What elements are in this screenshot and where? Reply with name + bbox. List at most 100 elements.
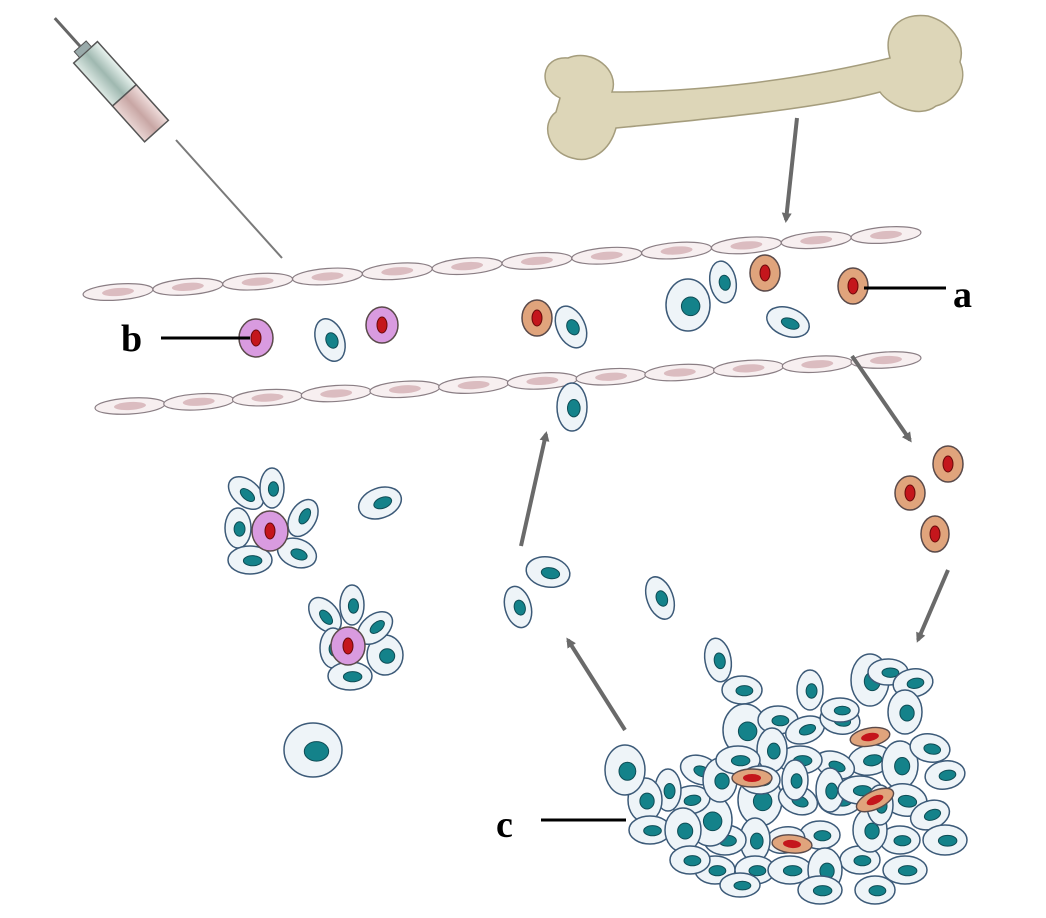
orange-cell-a [837, 267, 869, 305]
tumor-mass-cell [715, 745, 761, 775]
endothelial-cell [82, 283, 154, 301]
orange-cell [920, 515, 950, 553]
endothelial-cell [431, 257, 503, 276]
circulating-tumor-cell [766, 306, 810, 338]
endothelial-cell [575, 367, 647, 386]
tumor-mass-cell [739, 817, 771, 863]
label-a: a [953, 274, 972, 316]
migration-arrows [519, 117, 950, 732]
orange-cell [932, 445, 964, 483]
orange-cell [894, 475, 926, 511]
arrow-to-tumor [916, 569, 950, 643]
tumor-mass-cell [881, 740, 919, 790]
endothelial-cell [152, 277, 224, 296]
circulating-tumor-cell [665, 278, 711, 332]
orange-stromal-cell [771, 834, 813, 854]
orange-cell [521, 299, 553, 337]
migrating-tumor-cell [644, 576, 676, 620]
tumor-mass-cell [839, 845, 881, 875]
tumor-mass-cell [796, 669, 824, 711]
cluster-tumor-cell [356, 610, 394, 646]
vessel-wall-bottom [94, 351, 922, 415]
tumor-mass-cell [909, 733, 951, 763]
endothelial-cell [94, 397, 166, 415]
label-leader-lines [161, 286, 946, 822]
cluster-tumor-cell [224, 507, 252, 549]
syringe [53, 17, 283, 259]
tumor-mass-cell [664, 807, 702, 853]
tumor-mass-cell [879, 825, 921, 855]
endothelial-cell [300, 384, 372, 403]
tumor-mass-cell [924, 760, 966, 790]
migrating-tumor-cell [283, 722, 343, 778]
cluster-tumor-cell [339, 584, 365, 626]
cluster-tumor-cell [259, 467, 285, 509]
syringe-needle [175, 139, 283, 259]
cluster-tumor-cell [227, 545, 273, 575]
arrow-tumor-out [566, 637, 627, 732]
pink-cell-b [238, 318, 274, 358]
tumor-mass-cell [721, 675, 763, 705]
pink-cell-cluster [330, 626, 366, 666]
label-c: c [496, 804, 513, 846]
endothelial-cell [222, 272, 294, 291]
endothelial-cell [641, 241, 713, 260]
orange-cell-extravasating [749, 254, 781, 292]
tumor-mass-cell [604, 744, 646, 796]
endothelial-cell [780, 231, 852, 250]
migrating-tumor-cell [503, 585, 533, 629]
label-b: b [121, 318, 143, 360]
endothelial-cell [506, 372, 578, 390]
cluster-tumor-cell [287, 498, 319, 538]
endothelial-cell [571, 246, 643, 265]
vessel-wall-top [82, 226, 922, 301]
tumor-mass-cell [756, 727, 788, 773]
arrow-bone-to-vessel [781, 117, 799, 223]
orange-stromal-cell [855, 787, 895, 813]
intravasating-tumor-cell [556, 382, 588, 432]
bone-shape [544, 14, 964, 161]
cell-population [224, 254, 968, 905]
endothelial-cell [361, 262, 433, 281]
arrow-vessel-to-graft [850, 354, 912, 443]
arrow-into-vessel [519, 431, 550, 547]
endothelial-cell [438, 376, 510, 394]
endothelial-cell [231, 388, 303, 407]
tumor-mass-cell [767, 855, 813, 885]
migrating-tumor-cell [525, 555, 571, 589]
tumor-mass-cell [719, 872, 761, 898]
tumor-mass-cell [628, 815, 672, 845]
endothelial-cell [713, 359, 785, 378]
endothelial-cell [644, 363, 716, 382]
tumor-mass-cell [797, 875, 843, 905]
tumor-mass-cell [781, 759, 809, 801]
pink-cell-cluster [251, 510, 289, 552]
tumor-mass-cell [820, 697, 860, 723]
endothelial-cell [781, 355, 853, 374]
endothelial-cell [710, 236, 782, 255]
circulating-tumor-cell [708, 260, 738, 304]
endothelial-cell [501, 251, 573, 270]
circulating-tumor-cell [314, 318, 346, 362]
pink-cell [365, 306, 399, 344]
tumor-mass-cell [882, 855, 928, 885]
endothelial-cell [369, 380, 441, 399]
tumor-mass-cell [854, 875, 896, 905]
endothelial-cell [850, 351, 922, 369]
endothelial-cell [163, 392, 235, 411]
cluster-tumor-cell [227, 475, 265, 511]
cluster-tumor-cell [327, 661, 373, 691]
endothelial-cell [850, 226, 922, 244]
cluster-tumor-cell [307, 596, 343, 634]
tumor-mass-cell [669, 845, 711, 875]
endothelial-cell [291, 267, 363, 286]
tumor-mass-cell [703, 637, 733, 683]
tumor-mass-cell [887, 689, 923, 735]
orange-stromal-cell [731, 768, 773, 788]
orange-stromal-cell [849, 726, 891, 748]
tumor-mass-cell [922, 824, 968, 856]
circulating-tumor-cell [554, 305, 588, 349]
syringe-plunger [111, 83, 170, 143]
